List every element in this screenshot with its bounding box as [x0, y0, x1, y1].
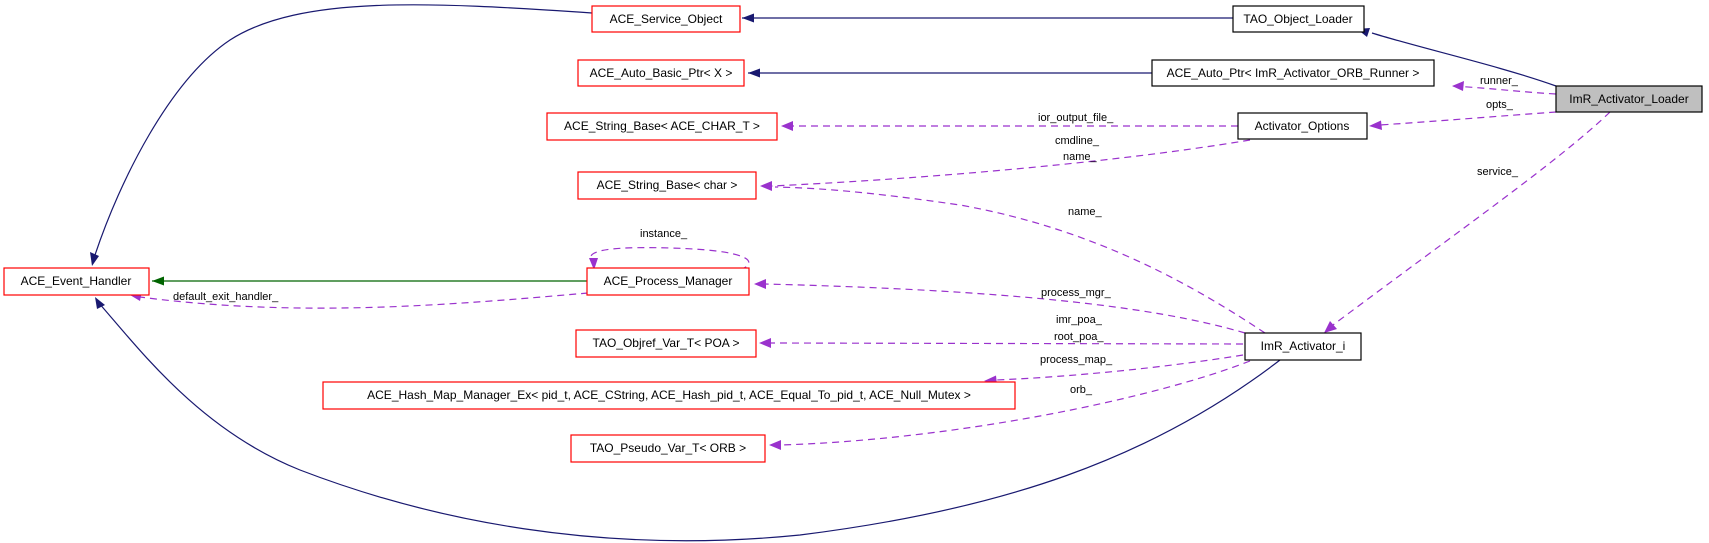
- edge-process-mgr: [764, 283, 1246, 334]
- arrowhead-icon: [152, 276, 164, 286]
- edge-label-runner: runner_: [1480, 75, 1519, 87]
- edge-orb: [779, 360, 1251, 446]
- arrowhead-icon: [760, 181, 772, 191]
- edge-service-object-to-event-handler: [90, 4, 593, 266]
- node-tao-pseudo-var-t-orb[interactable]: TAO_Pseudo_Var_T< ORB >: [570, 434, 766, 463]
- edge-label-process-mgr: process_mgr_: [1041, 287, 1112, 299]
- arrowhead-icon: [1452, 81, 1464, 91]
- node-label: TAO_Object_Loader: [1243, 12, 1352, 26]
- node-label: TAO_Objref_Var_T< POA >: [593, 336, 740, 350]
- node-activator-options[interactable]: Activator_Options: [1237, 112, 1368, 140]
- node-ace-auto-ptr[interactable]: ACE_Auto_Ptr< ImR_Activator_ORB_Runner >: [1151, 59, 1435, 87]
- node-label: ImR_Activator_i: [1261, 339, 1346, 353]
- node-ace-event-handler[interactable]: ACE_Event_Handler: [3, 267, 150, 296]
- edge-label-process-map: process_map_: [1040, 354, 1113, 366]
- edge-name-imr: [774, 186, 1266, 334]
- arrowhead-icon: [95, 297, 105, 309]
- edge-label-imr-poa: imr_poa_: [1056, 314, 1103, 326]
- node-tao-objref-var-t-poa[interactable]: TAO_Objref_Var_T< POA >: [575, 329, 757, 358]
- edge-activator-i-to-event-handler: [95, 297, 1281, 542]
- node-ace-hash-map-manager-ex[interactable]: ACE_Hash_Map_Manager_Ex< pid_t, ACE_CStr…: [322, 381, 1016, 410]
- arrowhead-icon: [742, 13, 754, 23]
- edge-runner: [1451, 85, 1557, 95]
- edge-auto-ptr-to-auto-basic-ptr: [748, 68, 1152, 78]
- node-ace-string-base-char[interactable]: ACE_String_Base< char >: [577, 171, 757, 200]
- edge-label-name-imr: name_: [1068, 206, 1103, 218]
- edge-label-root-poa: root_poa_: [1054, 331, 1104, 343]
- node-ace-process-manager[interactable]: ACE_Process_Manager: [586, 267, 750, 296]
- edge-label-ior-output-file: ior_output_file_: [1038, 112, 1114, 124]
- edge-instance: [589, 247, 750, 271]
- node-label: ACE_Service_Object: [610, 12, 723, 26]
- arrowhead-icon: [748, 68, 760, 78]
- edge-cmdline-name: [771, 139, 1251, 187]
- node-tao-object-loader[interactable]: TAO_Object_Loader: [1232, 5, 1365, 33]
- arrowhead-icon: [759, 338, 771, 348]
- node-imr-activator-loader[interactable]: ImR_Activator_Loader: [1555, 85, 1703, 113]
- edge-tao-object-loader-to-ace-service-object: [742, 13, 1233, 23]
- node-label: ACE_String_Base< ACE_CHAR_T >: [564, 119, 760, 133]
- edge-label-instance: instance_: [640, 228, 688, 240]
- arrowhead-icon: [754, 279, 766, 289]
- node-label: ACE_Hash_Map_Manager_Ex< pid_t, ACE_CStr…: [367, 388, 971, 402]
- arrowhead-icon: [781, 121, 793, 131]
- node-ace-string-base-ace-char-t[interactable]: ACE_String_Base< ACE_CHAR_T >: [546, 112, 778, 141]
- node-ace-auto-basic-ptr[interactable]: ACE_Auto_Basic_Ptr< X >: [577, 59, 745, 87]
- edge-service: [1332, 111, 1611, 326]
- arrowhead-icon: [1369, 120, 1382, 130]
- arrowhead-icon: [769, 440, 781, 450]
- edge-label-cmdline: cmdline_: [1055, 135, 1100, 147]
- edge-process-manager-to-event-handler: [152, 276, 588, 286]
- node-imr-activator-i[interactable]: ImR_Activator_i: [1244, 332, 1362, 361]
- arrowhead-icon: [1324, 321, 1337, 333]
- edge-label-orb: orb_: [1070, 384, 1093, 396]
- node-label: ACE_Auto_Ptr< ImR_Activator_ORB_Runner >: [1167, 66, 1420, 80]
- edge-imr-poa-root-poa: [769, 342, 1244, 345]
- node-label: TAO_Pseudo_Var_T< ORB >: [590, 441, 746, 455]
- edge-opts: [1379, 111, 1557, 126]
- node-label: ACE_Event_Handler: [21, 274, 132, 288]
- edge-label-name-opts: name_: [1063, 151, 1098, 163]
- node-label: ACE_String_Base< char >: [597, 178, 738, 192]
- arrowhead-icon: [90, 252, 99, 266]
- edge-label-opts: opts_: [1486, 99, 1514, 111]
- node-label: ImR_Activator_Loader: [1569, 92, 1688, 106]
- edge-label-service: service_: [1477, 166, 1519, 178]
- node-label: ACE_Auto_Basic_Ptr< X >: [590, 66, 733, 80]
- node-label: Activator_Options: [1255, 119, 1350, 133]
- arrowhead-icon: [589, 258, 598, 270]
- edge-default-exit-handler: [139, 292, 589, 309]
- node-label: ACE_Process_Manager: [604, 274, 733, 288]
- node-ace-service-object[interactable]: ACE_Service_Object: [591, 5, 741, 33]
- edge-label-default-exit-handler: default_exit_handler_: [173, 291, 279, 303]
- edge-process-map: [994, 354, 1244, 381]
